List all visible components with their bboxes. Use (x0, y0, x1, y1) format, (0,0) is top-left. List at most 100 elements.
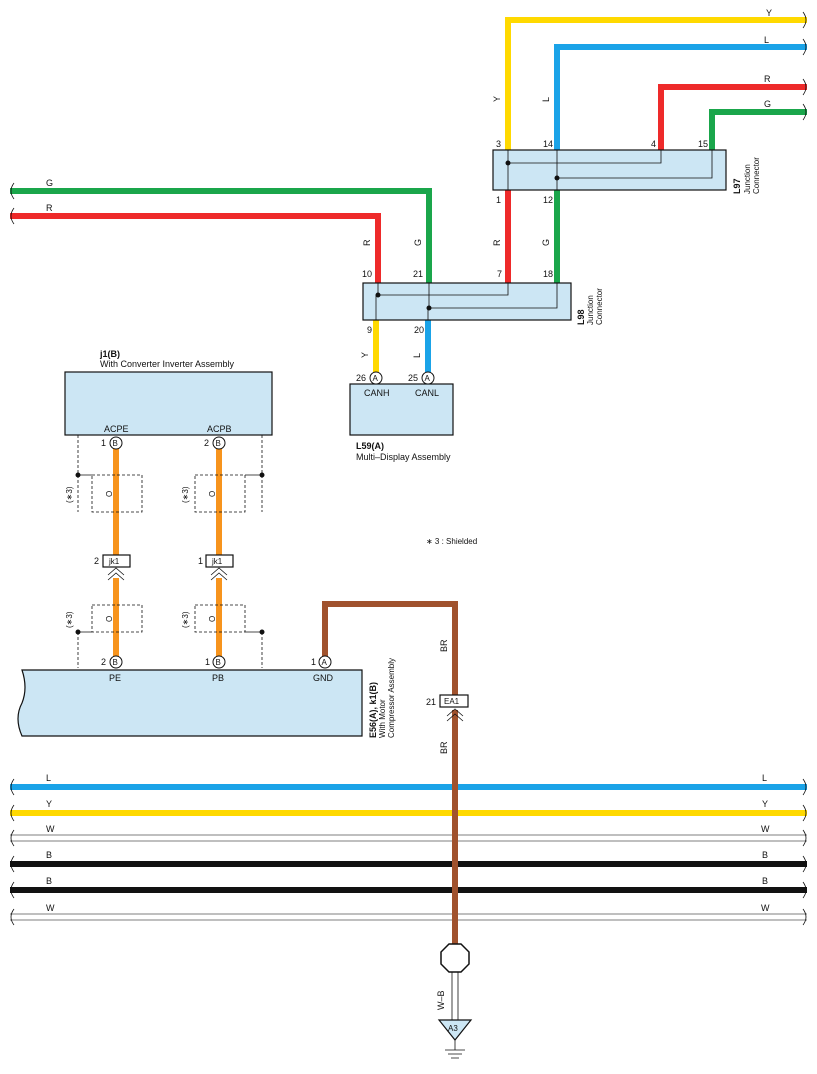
shield-upper (75, 435, 265, 513)
wire-label-l-vert: L (541, 97, 551, 102)
ground-icon (437, 1019, 473, 1059)
bus-wire-l (10, 778, 807, 796)
l98-name-2: Connector (595, 288, 604, 325)
inline-connector-ea1 (439, 694, 469, 722)
l97-code: L97 (732, 178, 742, 194)
wire-label-y-l59: Y (360, 352, 370, 358)
inline-connector-jk1-right (205, 554, 234, 581)
ea1-label: EA1 (444, 697, 460, 706)
l59-terminal-canl: CANL (415, 388, 439, 398)
wire-wb (451, 972, 459, 1020)
wire-g-top (709, 103, 807, 150)
l98-name-1: Junction (586, 295, 595, 325)
l98-pin-20: 20 (414, 325, 424, 335)
l59-terminal-canh: CANH (364, 388, 390, 398)
wire-label-r-l98: R (362, 239, 372, 246)
e56-pin-circle-pe (109, 655, 123, 669)
j1-pin-2: 2 (204, 438, 209, 448)
shielded-note: ∗ 3 : Shielded (426, 537, 477, 546)
bus-wire-b-2 (10, 881, 807, 899)
e56-name-1: With Motor (378, 699, 387, 738)
bus-wire-w-1 (10, 829, 807, 847)
jk1-label-left: jk1 (108, 557, 120, 566)
l97-pin-12: 12 (543, 195, 553, 205)
shield-mark-2: (∗3) (181, 486, 190, 503)
bus-label-l-left: L (46, 773, 51, 783)
bus-label-b1-left: B (46, 850, 52, 860)
l97-pin-4: 4 (651, 139, 656, 149)
l98-pin-18: 18 (543, 269, 553, 279)
ea1-pin: 21 (426, 697, 436, 707)
l97-name-2: Connector (752, 157, 761, 194)
wire-l-top (554, 38, 807, 150)
l98-pin-21: 21 (413, 269, 423, 279)
bus-label-w1-right: W (761, 824, 770, 834)
wire-g-left (10, 182, 432, 283)
bus-label-y-left: Y (46, 799, 52, 809)
e56-pin-circle-pb (212, 655, 226, 669)
jk1-label-right: jk1 (211, 557, 223, 566)
wire-r-top (658, 78, 807, 150)
converter-inverter-assembly-box (64, 371, 273, 436)
e56-terminal-pb: PB (212, 673, 224, 683)
e56-pin-1a: 1 (311, 657, 316, 667)
j1-pin-letter-2: B (216, 439, 221, 448)
wire-label-br-2: BR (439, 741, 449, 754)
e56-pin-2: 2 (101, 657, 106, 667)
wire-r-left (10, 207, 381, 283)
bus-label-w2-right: W (761, 903, 770, 913)
l59-pin-circle-26 (369, 371, 383, 385)
wire-label-r-mid: R (492, 239, 502, 246)
bus-wire-y (10, 804, 807, 822)
j1-pin-letter-1: B (113, 439, 118, 448)
l97-name-1: Junction (743, 164, 752, 194)
wire-label-y-vert: Y (492, 96, 502, 102)
l97-pin-3: 3 (496, 139, 501, 149)
l59-pin-letter-26: A (373, 374, 379, 383)
wire-label-br-1: BR (439, 639, 449, 652)
wire-label-g-l98: G (413, 239, 423, 246)
e56-terminal-pe: PE (109, 673, 121, 683)
j1-code: j1(B) (99, 349, 120, 359)
wire-label-o-4: O (208, 616, 217, 622)
l98-pin-7: 7 (497, 269, 502, 279)
motor-compressor-assembly-box (17, 669, 363, 737)
shield-mark-1: (∗3) (65, 486, 74, 503)
e56-pin-letter-pe: B (113, 658, 118, 667)
l98-pin-9: 9 (367, 325, 372, 335)
jk1-pin-right: 1 (198, 556, 203, 566)
shield-mark-4: (∗3) (181, 611, 190, 628)
bus-label-y-right: Y (762, 799, 768, 809)
wire-label-g-left: G (46, 178, 53, 188)
l59-pin-25: 25 (408, 373, 418, 383)
multi-display-assembly-box (349, 383, 454, 436)
bus-label-b1-right: B (762, 850, 768, 860)
shield-lower (75, 604, 265, 668)
wire-label-r-left: R (46, 203, 53, 213)
l98-pin-10: 10 (362, 269, 372, 279)
ground-label: A3 (448, 1024, 458, 1033)
wire-label-g-mid: G (541, 239, 551, 246)
wire-label-o-2: O (208, 491, 217, 497)
bus-wire-w-2 (10, 908, 807, 926)
wire-label-l-top: L (764, 35, 769, 45)
wire-label-wb: W–B (436, 990, 446, 1010)
inline-connector-jk1-left (102, 554, 131, 581)
l98-code: L98 (576, 309, 586, 325)
bus-label-b2-left: B (46, 876, 52, 886)
e56-name-2: Compressor Assembly (387, 658, 396, 738)
wire-label-g-top: G (764, 99, 771, 109)
e56-terminal-gnd: GND (313, 673, 334, 683)
j1-terminal-acpb: ACPB (207, 424, 232, 434)
wire-label-r-top: R (764, 74, 771, 84)
wire-label-o-3: O (105, 616, 114, 622)
l97-pin-1: 1 (496, 195, 501, 205)
j1-pin-1: 1 (101, 438, 106, 448)
shield-mark-3: (∗3) (65, 611, 74, 628)
bus-label-w2-left: W (46, 903, 55, 913)
wire-y-top (505, 11, 807, 150)
wire-label-o-1: O (105, 491, 114, 497)
l59-pin-26: 26 (356, 373, 366, 383)
bus-label-b2-right: B (762, 876, 768, 886)
junction-connector-l97 (492, 149, 727, 191)
